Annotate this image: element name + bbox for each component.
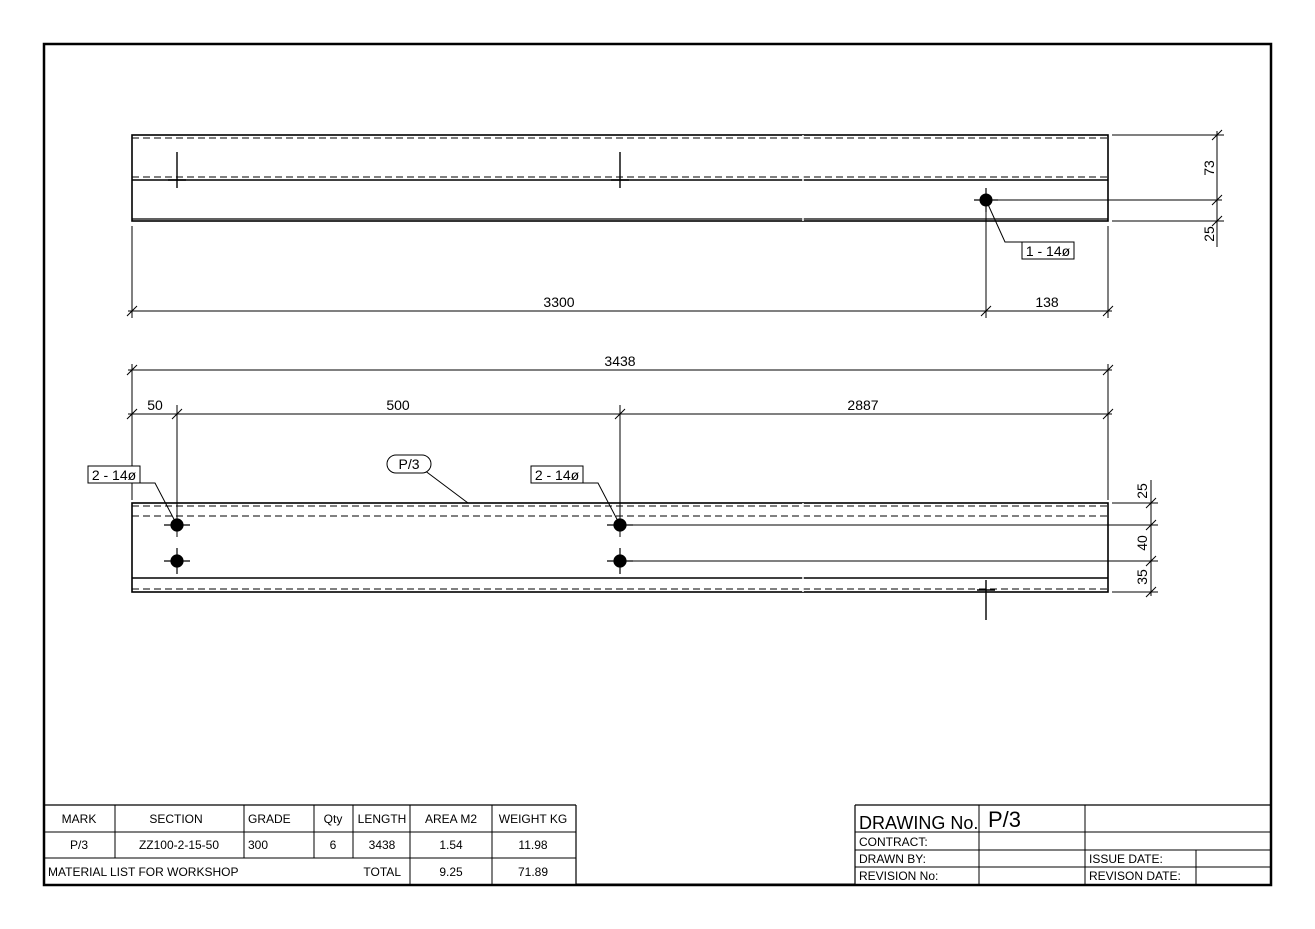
bottom-view-holes (164, 518, 633, 574)
dim-50-label: 50 (147, 397, 163, 413)
dim-40-label: 40 (1134, 535, 1150, 551)
drawing-no-value: P/3 (988, 807, 1021, 832)
dim-tick (1145, 555, 1157, 567)
header-length: LENGTH (358, 812, 407, 826)
bottom-view-outline (131, 502, 1109, 593)
cell-area: 1.54 (439, 838, 463, 852)
top-view (131, 134, 1222, 243)
left-holes-callout: 2 - 14ø (87, 465, 178, 526)
dim-tick (980, 305, 992, 317)
cell-weight: 11.98 (518, 838, 547, 852)
bottom-view (131, 502, 1158, 620)
header-qty: Qty (324, 812, 343, 826)
header-mark: MARK (62, 812, 97, 826)
part-mark-oval (386, 454, 432, 474)
dim-3438-label: 3438 (604, 353, 635, 369)
cell-mark: P/3 (70, 838, 88, 852)
dim-tick (1145, 586, 1157, 598)
issue-date-label: ISSUE DATE: (1089, 852, 1163, 866)
cell-section: ZZ100-2-15-50 (139, 838, 219, 852)
title-block (576, 804, 1271, 885)
drawn-by-label: DRAWN BY: (859, 852, 926, 866)
total-area: 9.25 (439, 865, 463, 879)
dim-2887-label: 2887 (847, 397, 878, 413)
material-list-text: MARK SECTION GRADE Qty LENGTH AREA M2 WE… (48, 812, 567, 879)
cell-grade: 300 (248, 838, 268, 852)
dim-25-bottom-label: 25 (1134, 483, 1150, 499)
sheet-border (42, 42, 1273, 887)
dim-tick (1211, 194, 1223, 206)
mid-holes-callout-leader (583, 482, 621, 526)
material-list-table (44, 804, 577, 885)
bottom-view-horizontal-dims (126, 364, 1114, 537)
dim-73-label: 73 (1201, 160, 1217, 176)
dim-138-label: 138 (1035, 294, 1059, 310)
contract-label: CONTRACT: (859, 835, 928, 849)
dim-tick (1145, 497, 1157, 509)
top-hole-callout-leader (985, 199, 1022, 243)
dim-500-label: 500 (386, 397, 410, 413)
top-view-horizontal-dims (126, 212, 1114, 318)
part-mark-text: P/3 (398, 456, 419, 472)
dim-35-label: 35 (1134, 569, 1150, 585)
left-holes-callout-leader (140, 482, 178, 526)
top-hole-callout-box (1021, 241, 1075, 260)
cell-length: 3438 (369, 838, 396, 852)
header-grade: GRADE (248, 812, 291, 826)
title-block-text: DRAWING No. P/3 CONTRACT: DRAWN BY: REVI… (859, 807, 1181, 883)
total-label: TOTAL (363, 865, 401, 879)
mid-holes-callout-box (530, 465, 584, 484)
revision-label: REVISION No: (859, 869, 938, 883)
left-holes-callout-box (87, 465, 141, 484)
left-holes-callout-text: 2 - 14ø (92, 467, 137, 483)
top-hole-callout-text: 1 - 14ø (1026, 243, 1071, 259)
dim-25-top-label: 25 (1201, 226, 1217, 242)
total-weight: 71.89 (518, 865, 548, 879)
header-area: AREA M2 (425, 812, 477, 826)
dim-3300-label: 3300 (543, 294, 574, 310)
mid-holes-callout-text: 2 - 14ø (535, 467, 580, 483)
header-weight: WEIGHT KG (499, 812, 567, 826)
part-mark-callout: P/3 (386, 454, 469, 504)
footer-label: MATERIAL LIST FOR WORKSHOP (48, 865, 238, 879)
dim-tick (1211, 129, 1223, 141)
top-view-vertical-dims (1112, 129, 1224, 247)
top-view-outline (131, 134, 1109, 222)
dim-tick (1102, 305, 1114, 317)
header-section: SECTION (149, 812, 202, 826)
drawing-no-label: DRAWING No. (859, 813, 978, 833)
bottom-view-vertical-dims (1145, 480, 1157, 598)
mid-holes-callout: 2 - 14ø (530, 465, 621, 526)
dim-tick (1145, 519, 1157, 531)
top-hole-callout: 1 - 14ø (1021, 241, 1075, 260)
dim-tick (1211, 215, 1223, 227)
dim-tick (126, 305, 138, 317)
part-mark-leader (423, 469, 469, 504)
revision-date-label: REVISON DATE: (1089, 869, 1181, 883)
cell-qty: 6 (330, 838, 337, 852)
